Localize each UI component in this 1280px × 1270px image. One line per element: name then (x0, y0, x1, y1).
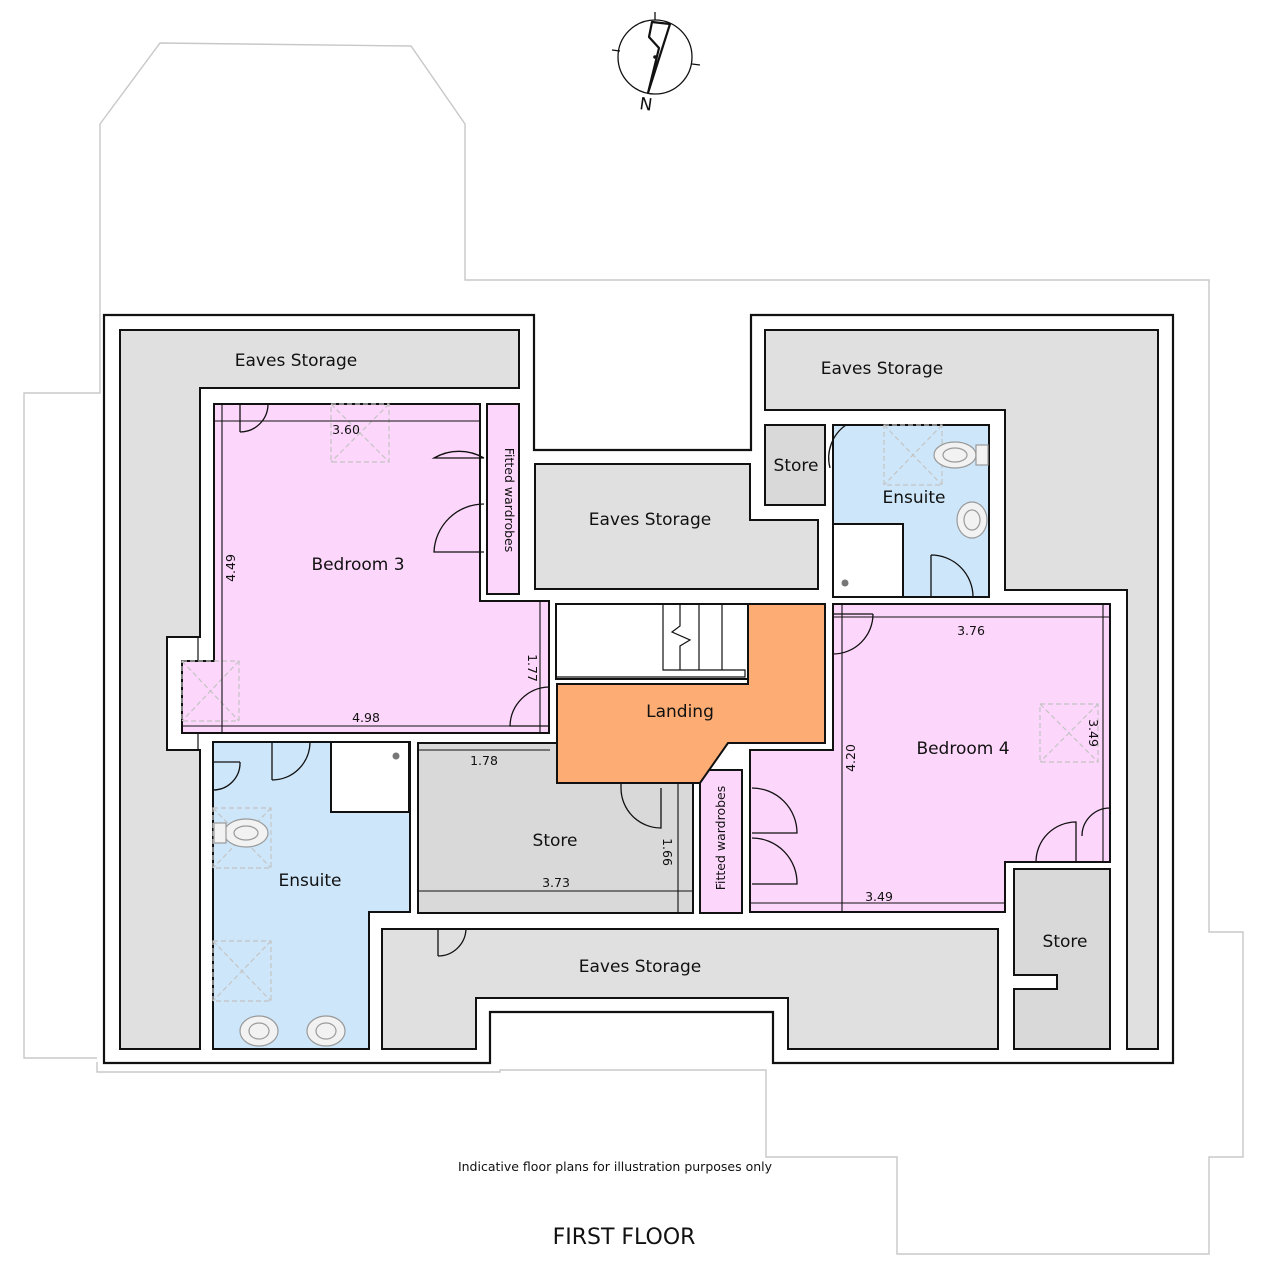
label-eaves-storage-top-right: Eaves Storage (821, 359, 943, 379)
ensuites (212, 424, 990, 1050)
label-ensuite-top-right: Ensuite (883, 488, 946, 508)
label-landing: Landing (646, 702, 714, 722)
label-bedroom-4: Bedroom 4 (916, 739, 1009, 759)
north-compass-icon (611, 12, 701, 95)
compass-label: N (638, 94, 653, 116)
dim-bed3-width-bottom: 4.98 (352, 710, 380, 725)
dimension-lines (182, 404, 1110, 913)
bedroom-3-area (181, 403, 550, 734)
eaves-storage-top-right (764, 329, 1159, 1050)
dim-store-depth: 1.66 (660, 838, 675, 866)
site-outline (23, 42, 1244, 1255)
dim-bed3-height: 4.49 (223, 554, 238, 582)
fixtures (213, 441, 989, 1047)
label-store-top-right: Store (774, 456, 819, 476)
fitted-wardrobes-bed4-area (699, 769, 743, 914)
label-eaves-storage-top-left: Eaves Storage (235, 351, 357, 371)
store-areas (417, 424, 1111, 1050)
disclaimer-text: Indicative floor plans for illustration … (458, 1159, 773, 1174)
eaves-storage-top-left (119, 329, 520, 1050)
fitted-wardrobes-bed3-area (486, 403, 520, 595)
eaves-storage-center (534, 463, 819, 590)
bedrooms (181, 403, 1111, 914)
dim-bed4-width-bottom: 3.49 (865, 889, 893, 904)
bedroom-4-area (749, 603, 1111, 913)
landing-and-stairs (555, 603, 826, 784)
label-bedroom-3: Bedroom 3 (311, 555, 404, 575)
dim-bed3-alcove: 1.77 (525, 654, 540, 682)
label-store-center: Store (533, 831, 578, 851)
doors (212, 403, 1111, 957)
store-top-right (764, 424, 826, 506)
dim-bed4-height: 4.20 (843, 744, 858, 772)
dim-bed4-alcove: 3.49 (1086, 719, 1101, 747)
dim-store-width-top: 1.78 (470, 753, 498, 768)
store-bottom-right (1013, 868, 1111, 1050)
landing-area (556, 603, 826, 784)
eaves-storage-areas (119, 329, 1159, 1050)
dim-store-width: 3.73 (542, 875, 570, 890)
stairwell (555, 603, 749, 680)
label-store-bottom-right: Store (1043, 932, 1088, 952)
label-eaves-storage-bottom: Eaves Storage (579, 957, 701, 977)
floor-title: FIRST FLOOR (553, 1225, 696, 1250)
dim-bed3-width-top: 3.60 (332, 422, 360, 437)
label-fitted-wardrobes-bed3: Fitted wardrobes (502, 448, 517, 553)
label-eaves-storage-center: Eaves Storage (589, 510, 711, 530)
dim-bed4-width-top: 3.76 (957, 623, 985, 638)
label-fitted-wardrobes-bed4: Fitted wardrobes (713, 786, 728, 891)
eaves-storage-bottom (381, 928, 999, 1050)
label-ensuite-bottom-left: Ensuite (279, 871, 342, 891)
